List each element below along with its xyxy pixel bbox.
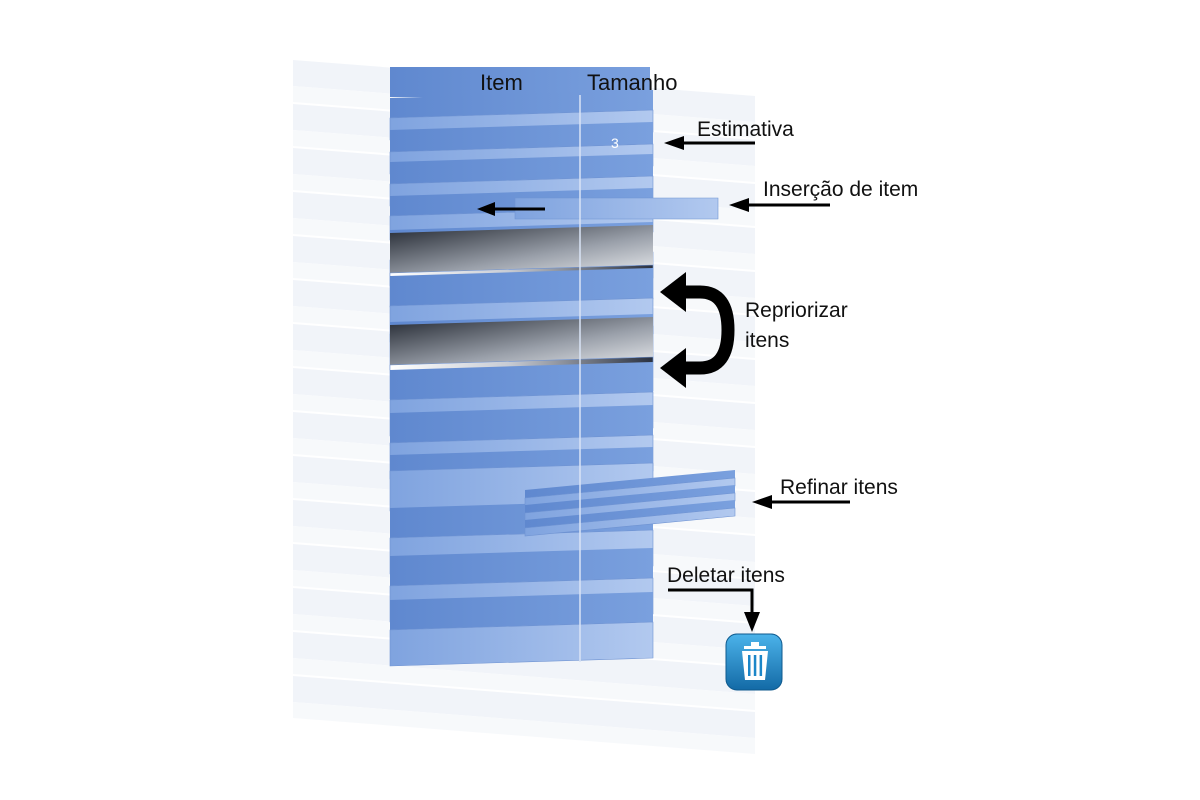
backlog-item-3-top: [390, 154, 653, 184]
label-estimate: Estimativa: [697, 118, 794, 141]
delete-arrow: [668, 588, 760, 632]
ghost-slab-top: [293, 676, 755, 738]
backlog-item-14-top: [390, 548, 653, 586]
refined-item-top: [525, 500, 735, 528]
refined-item-front: [524, 507, 736, 537]
ghost-slab-front: [293, 658, 755, 710]
label-refine: Refinar itens: [780, 476, 898, 499]
backlog-item-15-top: [390, 592, 653, 630]
backlog-item-15: [389, 592, 654, 667]
backlog-item-15-front: [389, 621, 654, 667]
column-header-size: Tamanho: [587, 70, 678, 95]
inserted-item: [514, 197, 719, 220]
trash-icon[interactable]: [725, 633, 783, 691]
refined-item-top: [525, 470, 735, 498]
insert-direction-arrow: [477, 202, 545, 216]
backlog-item-10-top: [390, 362, 653, 400]
backlog-stack: [389, 67, 736, 667]
label-reprioritize-line1: Repriorizar: [745, 299, 848, 322]
label-reprioritize: Repriorizar itens: [745, 296, 848, 356]
backlog-item-2-top: [390, 122, 653, 152]
backlog-item-7-top: [390, 268, 653, 306]
label-insert-item: Inserção de item: [763, 178, 919, 201]
backlog-item-1-top: [390, 90, 653, 118]
backlog-item-9-top: [390, 317, 653, 365]
backlog-item-11-top: [390, 405, 653, 443]
estimate-arrow: [664, 136, 755, 150]
estimate-value: 3: [611, 135, 619, 151]
reprioritize-arrow: [660, 272, 735, 388]
ghost-slab-front: [293, 702, 755, 754]
backlog-item-6-top: [390, 225, 653, 273]
insert-arrow: [729, 198, 830, 212]
label-delete: Deletar itens: [667, 564, 785, 587]
refine-arrow: [752, 495, 850, 509]
column-header-item: Item: [480, 70, 523, 95]
header-slab: [390, 67, 650, 97]
label-reprioritize-line2: itens: [745, 329, 790, 352]
refined-item-top: [525, 485, 735, 513]
